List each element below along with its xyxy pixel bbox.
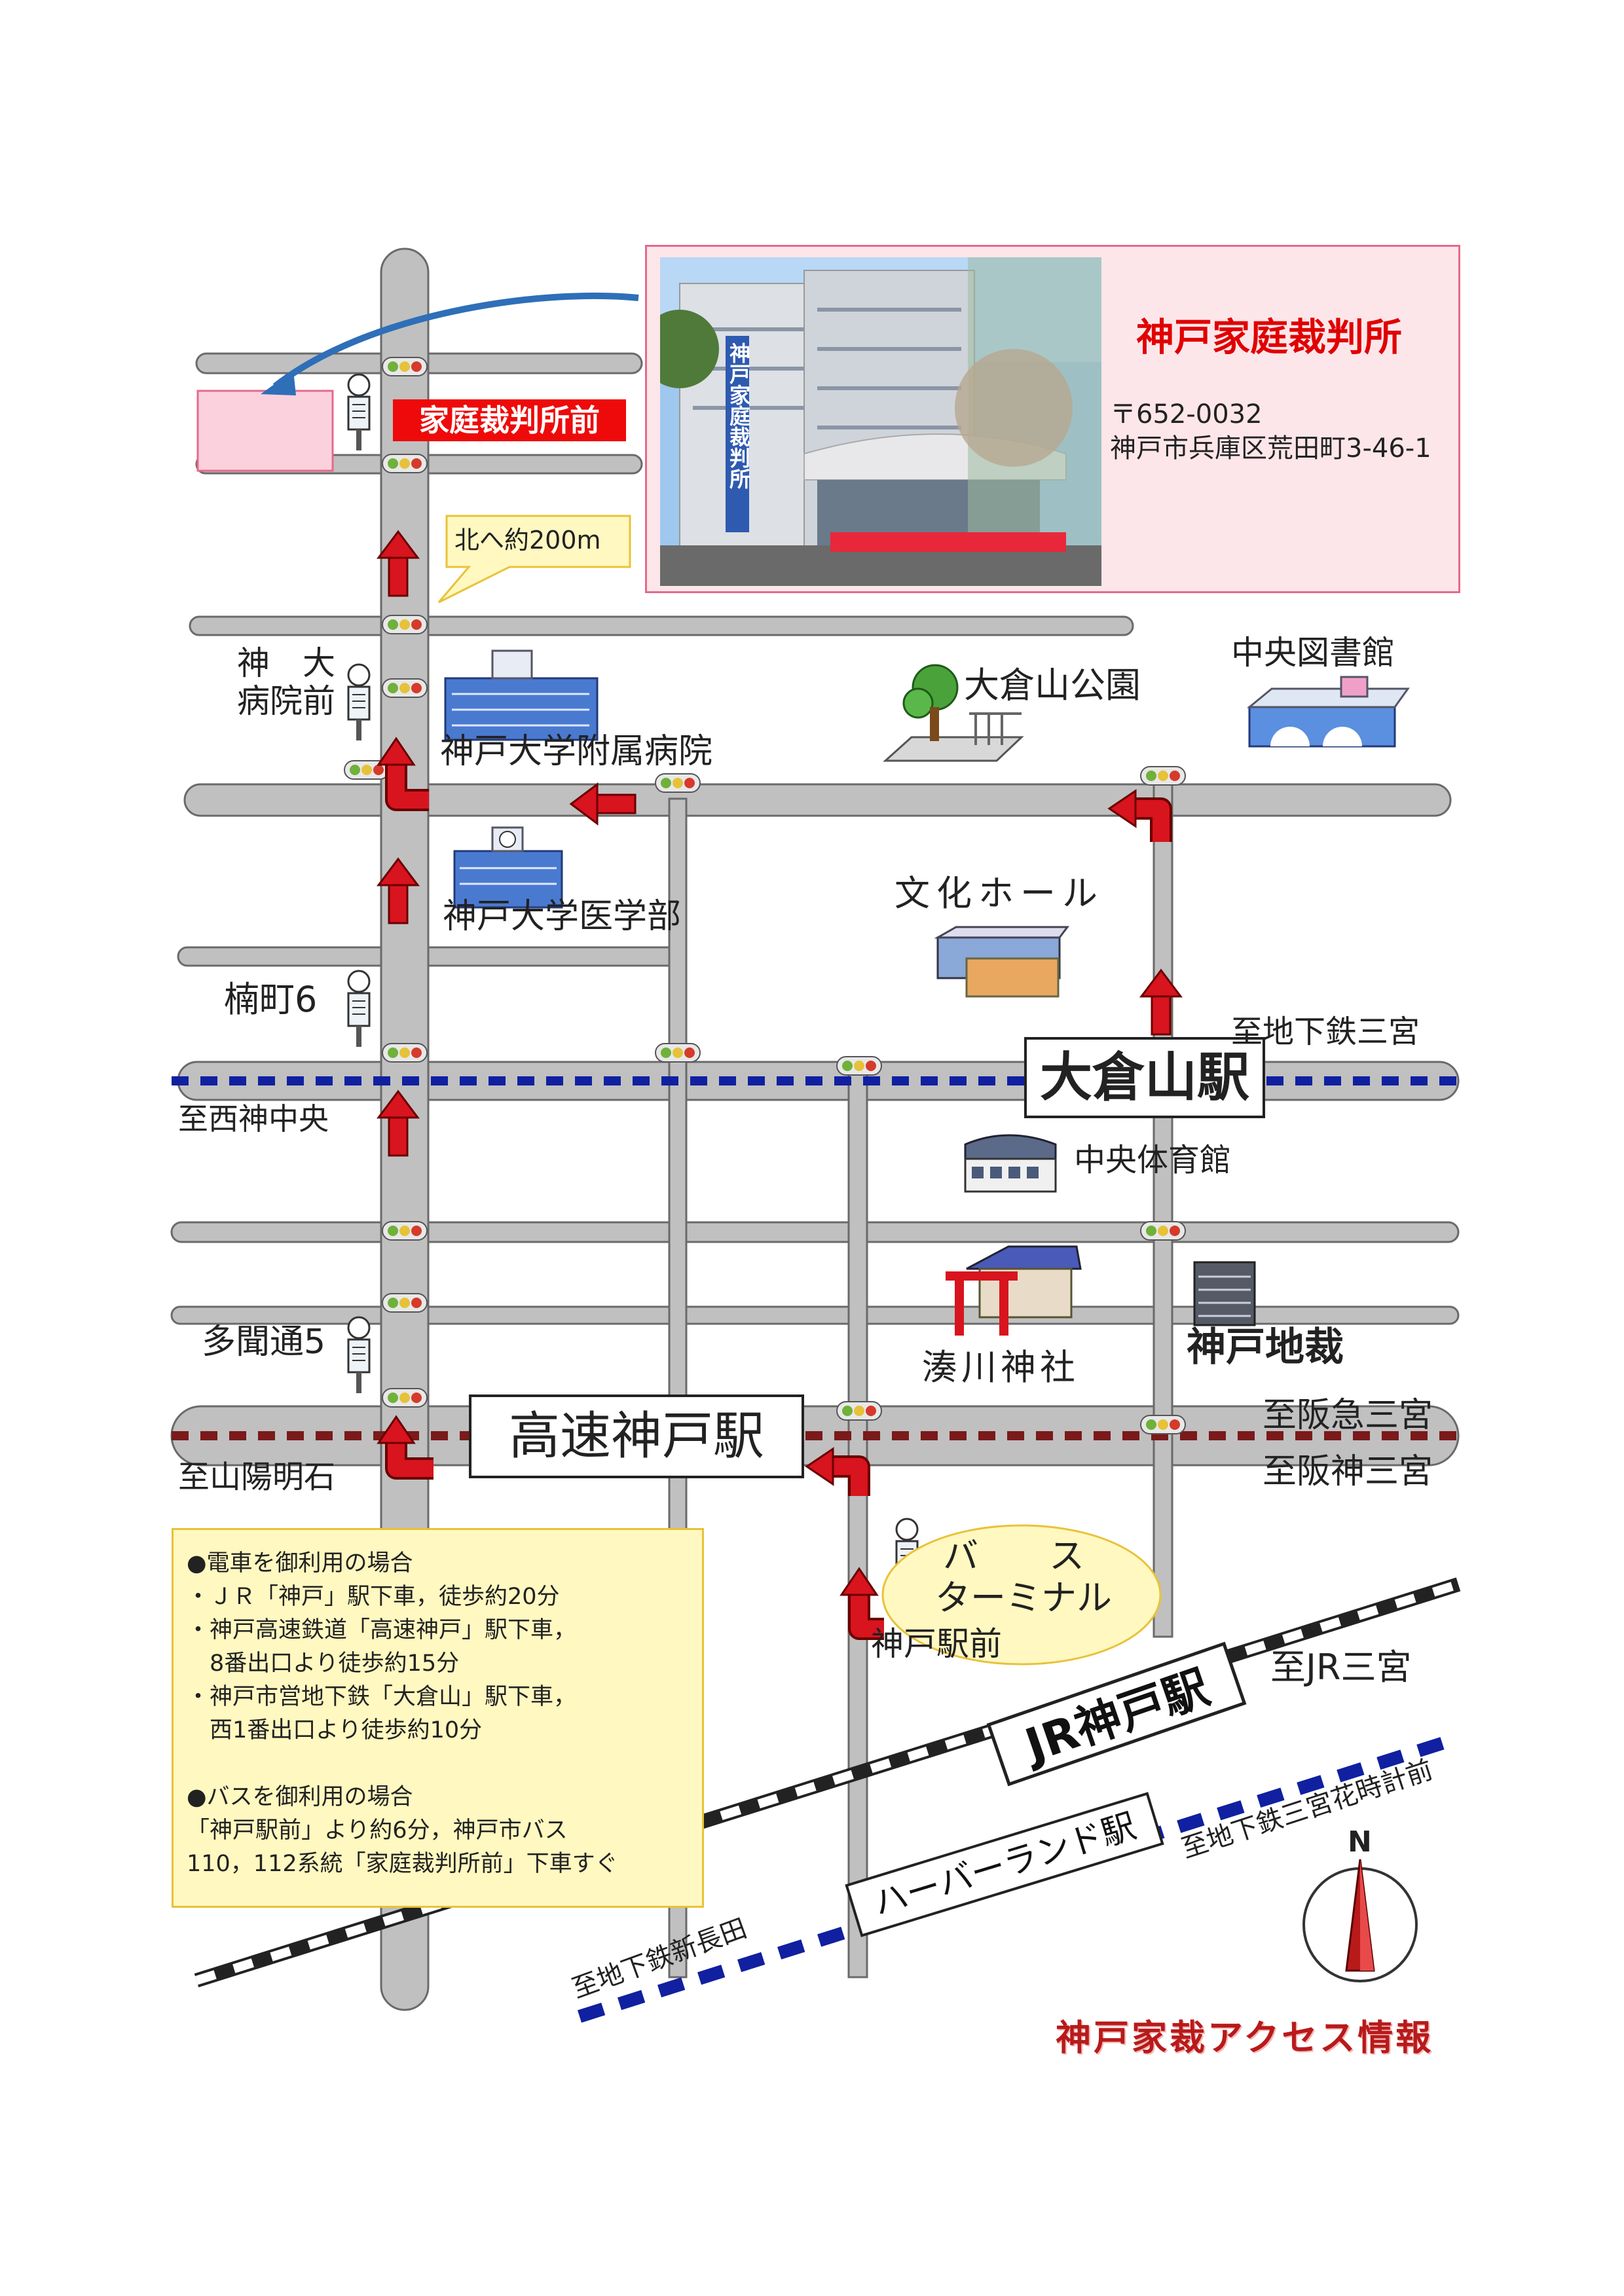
road-hospital	[183, 783, 1452, 817]
park-icon	[883, 664, 1024, 762]
library-label: 中央図書館	[1231, 634, 1395, 672]
kosoku-kobe-station: 高速神戸駅	[469, 1394, 804, 1478]
to-subway-sannomiya: 至地下鉄三宮	[1231, 1013, 1420, 1050]
bus-terminal-label-2: ターミナル	[935, 1577, 1112, 1618]
harborland-station-label: ハーバーランド駅	[845, 1792, 1164, 1937]
library-building-icon	[1246, 676, 1410, 748]
access-info-panel: ●電車を御利用の場合 ・ＪＲ「神戸」駅下車，徒歩約20分 ・神戸高速鉄道「高速神…	[172, 1528, 704, 1908]
turn-arrow-hospital	[377, 737, 429, 811]
hospital-building-icon	[444, 649, 599, 741]
road-tamon	[170, 1305, 1460, 1325]
access-info-line: ●電車を御利用の場合	[187, 1550, 413, 1576]
pointer-arrow-head	[261, 371, 296, 395]
turn-arrow-kosoku	[377, 1415, 434, 1480]
footer-title: 神戸家裁アクセス情報	[1056, 2017, 1434, 2058]
access-info-line: 「神戸駅前」より約6分，神戸市バス	[187, 1817, 568, 1844]
shindai-hospital-stop: 神 大 病院前	[237, 644, 335, 720]
subway-line-kaigan	[577, 1732, 1461, 2023]
tamondori-stop: 多聞通5	[202, 1322, 326, 1362]
medical-school-label: 神戸大学医学部	[443, 897, 682, 936]
access-info-line: ・神戸高速鉄道「高速神戸」駅下車，	[187, 1617, 577, 1643]
jr-station-text: JR神戸駅	[1016, 1660, 1216, 1774]
turn-arrow-okurayama	[1107, 789, 1172, 842]
gym-label: 中央体育館	[1074, 1142, 1232, 1178]
court-name: 神戸家庭裁判所	[1136, 315, 1403, 359]
kosoku-kobe-station-text: 高速神戸駅	[508, 1407, 764, 1466]
turn-arrow-kobe-station	[805, 1447, 870, 1496]
to-nishi-kobe: 至西神中央	[178, 1101, 329, 1137]
access-info-line: ・神戸市営地下鉄「大倉山」駅下車，	[187, 1684, 577, 1710]
court-address: 神戸市兵庫区荒田町3-46-1	[1110, 433, 1431, 464]
kusunokicho-stop: 楠町6	[224, 979, 318, 1020]
culture-hall-label: 文化ホール	[895, 873, 1104, 914]
road-north	[189, 615, 1134, 636]
compass	[1302, 1859, 1418, 1982]
building-sign-text: 神戸家庭裁判所	[726, 342, 751, 489]
medical-school-building-icon	[453, 826, 563, 909]
road-gym	[170, 1221, 1460, 1243]
access-info-line: 110，112系統「家庭裁判所前」下車すぐ	[187, 1851, 618, 1877]
access-info-line: ・ＪＲ「神戸」駅下車，徒歩約20分	[187, 1584, 560, 1610]
to-hankyu: 至阪急三宮	[1263, 1396, 1433, 1435]
access-info-line	[187, 1747, 689, 1781]
access-info-line: 西1番出口より徒歩約10分	[187, 1717, 483, 1743]
bus-terminal-label-1: バ ス	[943, 1535, 1084, 1576]
culture-hall-building-icon	[934, 926, 1069, 998]
to-hanadokei-label: 至地下鉄三宮花時計前	[1178, 1755, 1437, 1864]
gym-building-icon	[964, 1134, 1057, 1193]
to-hanshin: 至阪神三宮	[1263, 1452, 1433, 1491]
courthouse-photo: 神戸家庭裁判所	[660, 257, 1101, 586]
turn-arrow-bus	[840, 1567, 884, 1640]
pointer-arrow	[272, 293, 639, 389]
okurayama-station: 大倉山駅	[1024, 1037, 1265, 1118]
to-sanyo-akashi: 至山陽明石	[178, 1459, 336, 1495]
court-postal: 〒652-0032	[1110, 399, 1263, 429]
callout-text: 北へ約200m	[454, 526, 601, 555]
court-front-stop-tag: 家庭裁判所前	[393, 399, 626, 441]
hospital-label: 神戸大学附属病院	[440, 732, 713, 771]
to-jr-sannomiya: 至JR三宮	[1270, 1647, 1412, 1688]
destination-marker	[196, 390, 334, 472]
bus-terminal	[881, 1524, 1162, 1666]
district-court-building-icon	[1193, 1261, 1256, 1326]
okurayama-station-text: 大倉山駅	[1040, 1047, 1249, 1108]
route-arrows	[377, 530, 1182, 1640]
shrine-icon	[946, 1245, 1082, 1336]
jr-rail-line	[194, 1577, 1461, 1988]
park-label: 大倉山公園	[964, 665, 1141, 706]
shrine-label: 湊川神社	[922, 1347, 1079, 1388]
district-court-label: 神戸地裁	[1187, 1324, 1344, 1370]
compass-north-label: N	[1348, 1825, 1372, 1859]
access-info-line: 8番出口より徒歩約15分	[187, 1650, 460, 1677]
access-info-line: ●バスを御利用の場合	[187, 1784, 413, 1810]
kobe-ekimae-stop: 神戸駅前	[871, 1625, 1002, 1663]
callout-bubble	[437, 515, 631, 604]
